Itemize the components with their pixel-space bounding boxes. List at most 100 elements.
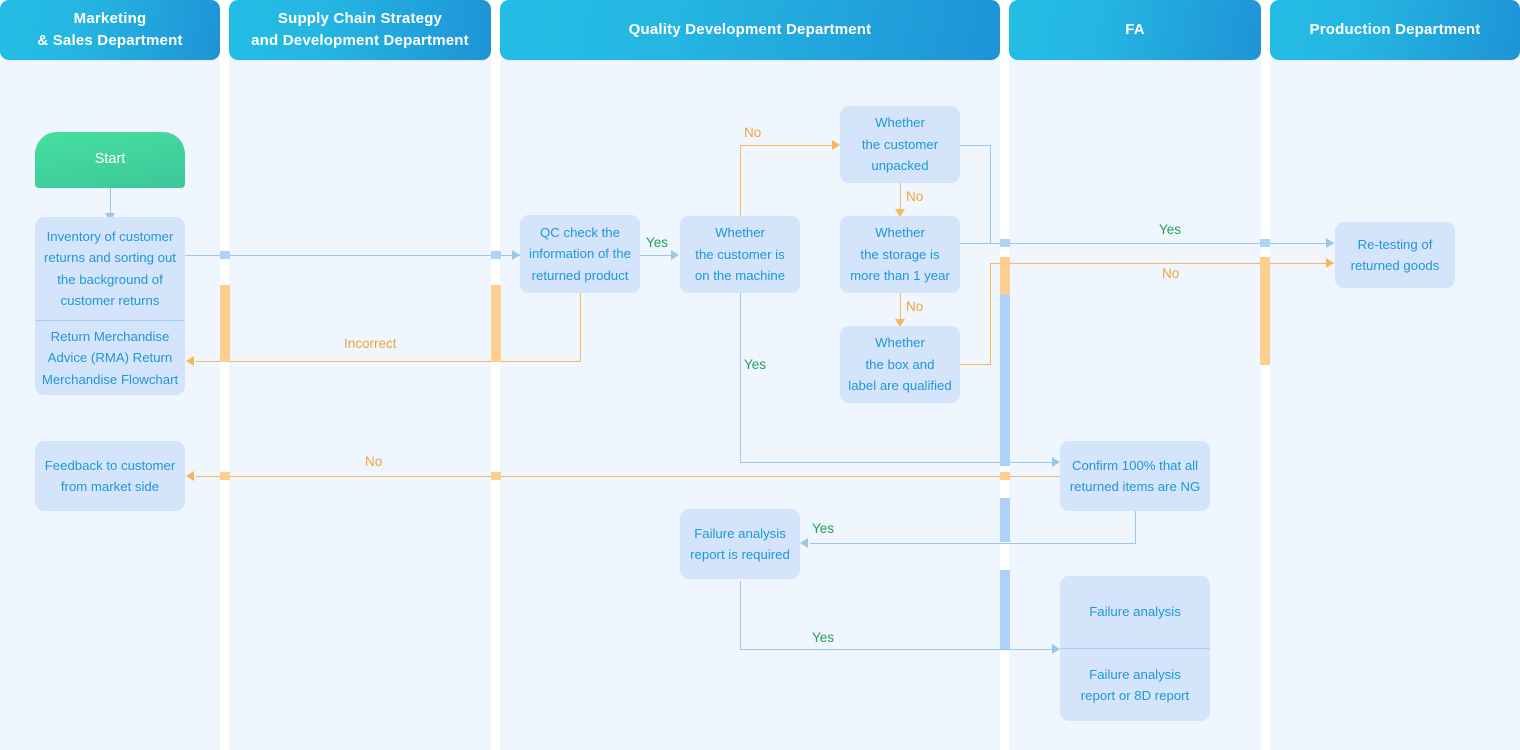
node-rma-line1: Return Merchandise [50,328,170,344]
arrowhead-yes-to-retesting [1326,238,1334,248]
lane-header-quality[interactable]: Quality Development Department [500,0,1000,60]
node-boxlabel-line3: label are qualified [848,378,952,394]
node-inventory-line2: returns and sorting out [44,250,176,266]
connector-unpacked-yes-down [990,145,991,244]
node-failure-analysis-report[interactable]: Failure analysis report or 8D report [1060,649,1210,721]
connector-yes-to-retesting [959,243,1334,244]
connector-onmachine-yes-right [740,462,1054,463]
connector-inventory-to-qc [185,255,520,256]
connector-confirm-to-feedback [196,476,1061,477]
node-qc-check-line2: information of the [529,246,631,262]
edge-label-onmachine-yes: Yes [744,357,767,372]
node-unpacked-line1: Whether [875,115,925,131]
edge-label-incorrect: Incorrect [344,336,397,351]
arrowhead-onmachine-to-confirm [1052,457,1060,467]
node-start-label: Start [94,151,126,168]
connector-fareport-down [740,581,741,649]
node-rma-flowchart[interactable]: Return Merchandise Advice (RMA) Return M… [35,321,185,395]
lane-bridge-incorrect-2 [220,285,230,362]
node-qc-check-line1: QC check the [540,224,620,240]
node-start[interactable]: Start [35,132,185,188]
edge-label-faanalysis-yes: Yes [812,630,835,645]
lane-bridge-no-feedback-2 [491,472,501,480]
node-on-machine-line2: the customer is [695,246,785,262]
lane-header-fa[interactable]: FA [1009,0,1261,60]
node-unpacked-line2: the customer [861,136,939,152]
node-feedback-to-customer[interactable]: Feedback to customer from market side [35,441,185,511]
node-customer-on-machine[interactable]: Whether the customer is on the machine [680,216,800,293]
node-failure-analysis[interactable]: Failure analysis [1060,576,1210,649]
node-storage-more-than-1-year[interactable]: Whether the storage is more than 1 year [840,216,960,293]
node-failure-analysis-group[interactable]: Failure analysis Failure analysis report… [1060,576,1210,721]
lane-bridge-incorrect-1 [491,285,501,362]
lane-header-quality-label: Quality Development Department [628,21,872,39]
edge-label-fareport-yes: Yes [812,521,835,536]
node-confirm-line2: returned items are NG [1069,479,1201,494]
lane-bridge-vertical-long [1000,295,1010,462]
lane-header-marketing[interactable]: Marketing & Sales Department [0,0,220,60]
node-feedback-line2: from market side [60,479,160,494]
lane-bridge-vertical-fa1 [1000,498,1010,542]
node-confirm-100-percent-ng[interactable]: Confirm 100% that all returned items are… [1060,441,1210,511]
arrowhead-onmachine-to-unpacked [832,140,840,150]
edge-label-retest-no: No [1162,266,1180,281]
node-boxlabel-line2: the box and [865,356,935,372]
arrowhead-qc-to-onmachine [671,250,679,260]
node-failure-analysis-report-required[interactable]: Failure analysis report is required [680,509,800,579]
node-box-and-label-qualified[interactable]: Whether the box and label are qualified [840,326,960,403]
node-inventory[interactable]: Inventory of customer returns and sortin… [35,217,185,321]
lane-bridge-inventory-qc-2 [491,251,501,259]
node-inventory-line1: Inventory of customer [46,228,174,244]
lane-bridge-yes-retest-2 [1260,239,1270,247]
arrowhead-inventory-to-qc [512,250,520,260]
connector-qc-incorrect-left [196,361,581,362]
node-qc-check[interactable]: QC check the information of the returned… [520,215,640,293]
lane-body-supplychain [229,60,491,750]
node-retesting-line2: returned goods [1350,258,1440,273]
connector-boxlabel-right [959,364,991,365]
node-fa-report-line1: Failure analysis [1089,666,1181,682]
node-inventory-rma-group[interactable]: Inventory of customer returns and sortin… [35,217,185,395]
lane-bridge-no-feedback-3 [220,472,230,480]
arrowhead-no-to-retesting [1326,258,1334,268]
node-failure-analysis-label: Failure analysis [1089,604,1181,620]
node-on-machine-line3: on the machine [694,268,786,284]
lane-header-marketing-line2: & Sales Department [37,32,183,49]
lane-header-supplychain[interactable]: Supply Chain Strategy and Development De… [229,0,491,60]
node-storage-line1: Whether [875,225,925,241]
node-storage-line3: more than 1 year [850,268,950,284]
node-on-machine-line1: Whether [715,225,765,241]
lane-body-production [1270,60,1520,750]
node-confirm-line1: Confirm 100% that all [1071,457,1199,473]
connector-qc-incorrect-down [580,291,581,361]
node-inventory-line4: customer returns [60,292,160,308]
node-fareport-line1: Failure analysis [694,525,786,541]
node-fa-report-line2: report or 8D report [1080,688,1190,703]
edge-label-feedback-no: No [365,454,383,469]
lane-header-supplychain-line2: and Development Department [251,32,469,49]
edge-label-qc-yes: Yes [646,235,669,250]
node-retesting-returned-goods[interactable]: Re-testing of returned goods [1335,222,1455,288]
connector-onmachine-no-up [740,145,741,225]
lane-header-production[interactable]: Production Department [1270,0,1520,60]
connector-onmachine-no-right [740,145,834,146]
arrowhead-confirm-to-feedback [186,471,194,481]
edge-label-retest-yes: Yes [1159,222,1182,237]
lane-bridge-no-retest-2 [1260,257,1270,365]
connector-confirm-down [1135,503,1136,543]
node-boxlabel-line1: Whether [875,335,925,351]
connector-unpacked-to-storage [900,181,901,213]
node-customer-unpacked[interactable]: Whether the customer unpacked [840,106,960,183]
lane-bridge-vertical-fa2 [1000,570,1010,650]
node-fareport-line2: report is required [690,547,790,562]
arrowhead-confirm-to-fareport [800,538,808,548]
lane-bridge-yes-retest-1 [1000,239,1010,247]
edge-label-unpacked-no: No [906,189,924,204]
lane-bridge-onmachine-yes [1000,458,1010,466]
arrowhead-storage-to-boxlabel [895,319,905,327]
arrowhead-incorrect-to-rma [186,356,194,366]
arrowhead-unpacked-to-storage [895,209,905,217]
edge-label-onmachine-no: No [744,125,762,140]
lane-header-supplychain-line1: Supply Chain Strategy [277,10,443,28]
lane-bridge-no-feedback-1 [1000,472,1010,480]
